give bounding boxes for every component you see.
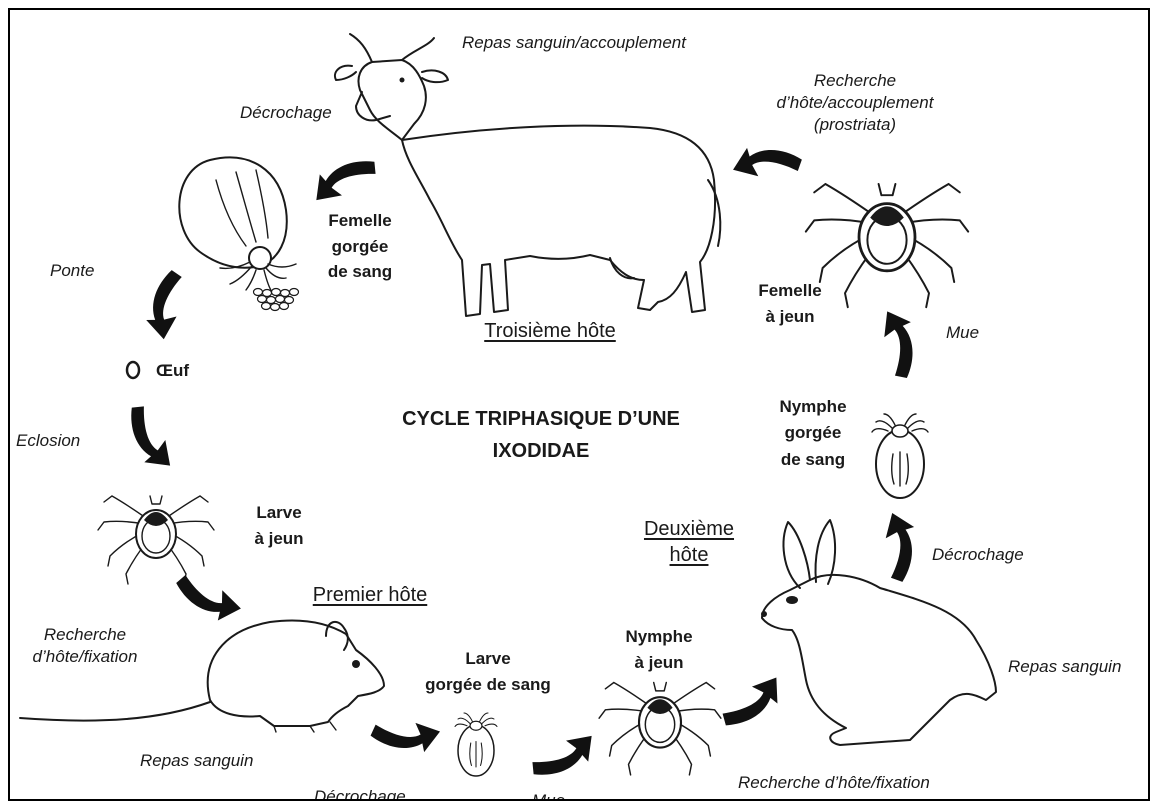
arrow-cow-to-female	[309, 157, 380, 202]
laying-label: Ponte	[50, 260, 94, 282]
engorged-female-line-3: de sang	[315, 259, 405, 285]
cow-meal-label: Repas sanguin/accouplement	[462, 32, 686, 54]
third-host-label: Troisième hôte	[460, 318, 640, 344]
unfed-female-line-1: Femelle	[740, 278, 840, 304]
rabbit-meal-label: Repas sanguin	[1008, 656, 1121, 678]
engorged-female-line-2: gorgée	[315, 234, 405, 260]
unfed-larva-label: Larve à jeun	[246, 500, 312, 551]
unfed-larva-line-1: Larve	[246, 500, 312, 526]
arrow-rabbit-to-engorged-nymph	[879, 513, 919, 583]
lifecycle-diagram: CYCLE TRIPHASIQUE D’UNE IXODIDAE Troisiè…	[8, 8, 1150, 801]
unfed-nymph-line-2: à jeun	[604, 650, 714, 676]
engorged-larva-line-2: gorgée de sang	[408, 672, 568, 698]
search-cow-label: Recherche d’hôte/accouplement (prostriat…	[740, 70, 970, 136]
diagram-title: CYCLE TRIPHASIQUE D’UNE IXODIDAE	[376, 406, 706, 464]
egg-cluster-icon	[254, 289, 299, 311]
second-host-label: Deuxième hôte	[624, 516, 754, 568]
search-mouse-line-1: Recherche	[10, 624, 160, 646]
engorged-larva-label: Larve gorgée de sang	[408, 646, 568, 697]
engorged-nymph-label: Nymphe gorgée de sang	[758, 394, 868, 473]
arrow-mouse-to-engorged-larva	[369, 712, 440, 757]
arrow-female-to-cow	[733, 143, 803, 183]
unfed-nymph-line-1: Nymphe	[604, 624, 714, 650]
engorged-female-label: Femelle gorgée de sang	[315, 208, 405, 285]
arrow-female-to-egg	[139, 268, 193, 340]
mouse-meal-label: Repas sanguin	[140, 750, 253, 772]
arrow-larva-to-mouse	[173, 565, 242, 629]
title-line-2: IXODIDAE	[376, 438, 706, 464]
arrow-molt-larva	[527, 734, 598, 779]
detach-mouse-label: Décrochage	[314, 786, 406, 801]
unfed-nymph-tick	[599, 683, 721, 775]
molt-larva-label: Mue	[532, 790, 565, 801]
molt-nymph-label: Mue	[946, 322, 979, 344]
unfed-female-label: Femelle à jeun	[740, 278, 840, 329]
arrow-nymph-to-rabbit	[716, 676, 788, 730]
search-cow-line-1: Recherche	[740, 70, 970, 92]
unfed-larva-line-2: à jeun	[246, 526, 312, 552]
unfed-female-line-2: à jeun	[740, 304, 840, 330]
second-host-line-1: Deuxième	[624, 516, 754, 542]
title-line-1: CYCLE TRIPHASIQUE D’UNE	[376, 406, 706, 432]
detach-rabbit-label: Décrochage	[932, 544, 1024, 566]
search-cow-line-3: (prostriata)	[740, 114, 970, 136]
engorged-larva-tick	[455, 713, 497, 776]
egg-label: Œuf	[156, 360, 189, 382]
detach-cow-label: Décrochage	[240, 102, 332, 124]
engorged-nymph-line-2: gorgée	[758, 420, 868, 446]
first-host-label: Premier hôte	[290, 582, 450, 608]
engorged-nymph-line-1: Nymphe	[758, 394, 868, 420]
arrow-egg-to-larva	[127, 401, 172, 472]
search-rabbit-label: Recherche d’hôte/fixation	[738, 772, 930, 794]
second-host-line-2: hôte	[624, 542, 754, 568]
search-mouse-label: Recherche d’hôte/fixation	[10, 624, 160, 668]
engorged-female-line-1: Femelle	[315, 208, 405, 234]
search-mouse-line-2: d’hôte/fixation	[10, 646, 160, 668]
engorged-larva-line-1: Larve	[408, 646, 568, 672]
unfed-larva-tick	[98, 496, 214, 584]
engorged-female-tick	[179, 157, 296, 292]
unfed-nymph-label: Nymphe à jeun	[604, 624, 714, 675]
search-cow-line-2: d’hôte/accouplement	[740, 92, 970, 114]
egg-icon	[127, 362, 139, 378]
engorged-nymph-line-3: de sang	[758, 447, 868, 473]
arrow-molt-nymph	[883, 311, 914, 378]
hatching-label: Eclosion	[16, 430, 80, 452]
engorged-nymph-tick	[872, 414, 928, 498]
